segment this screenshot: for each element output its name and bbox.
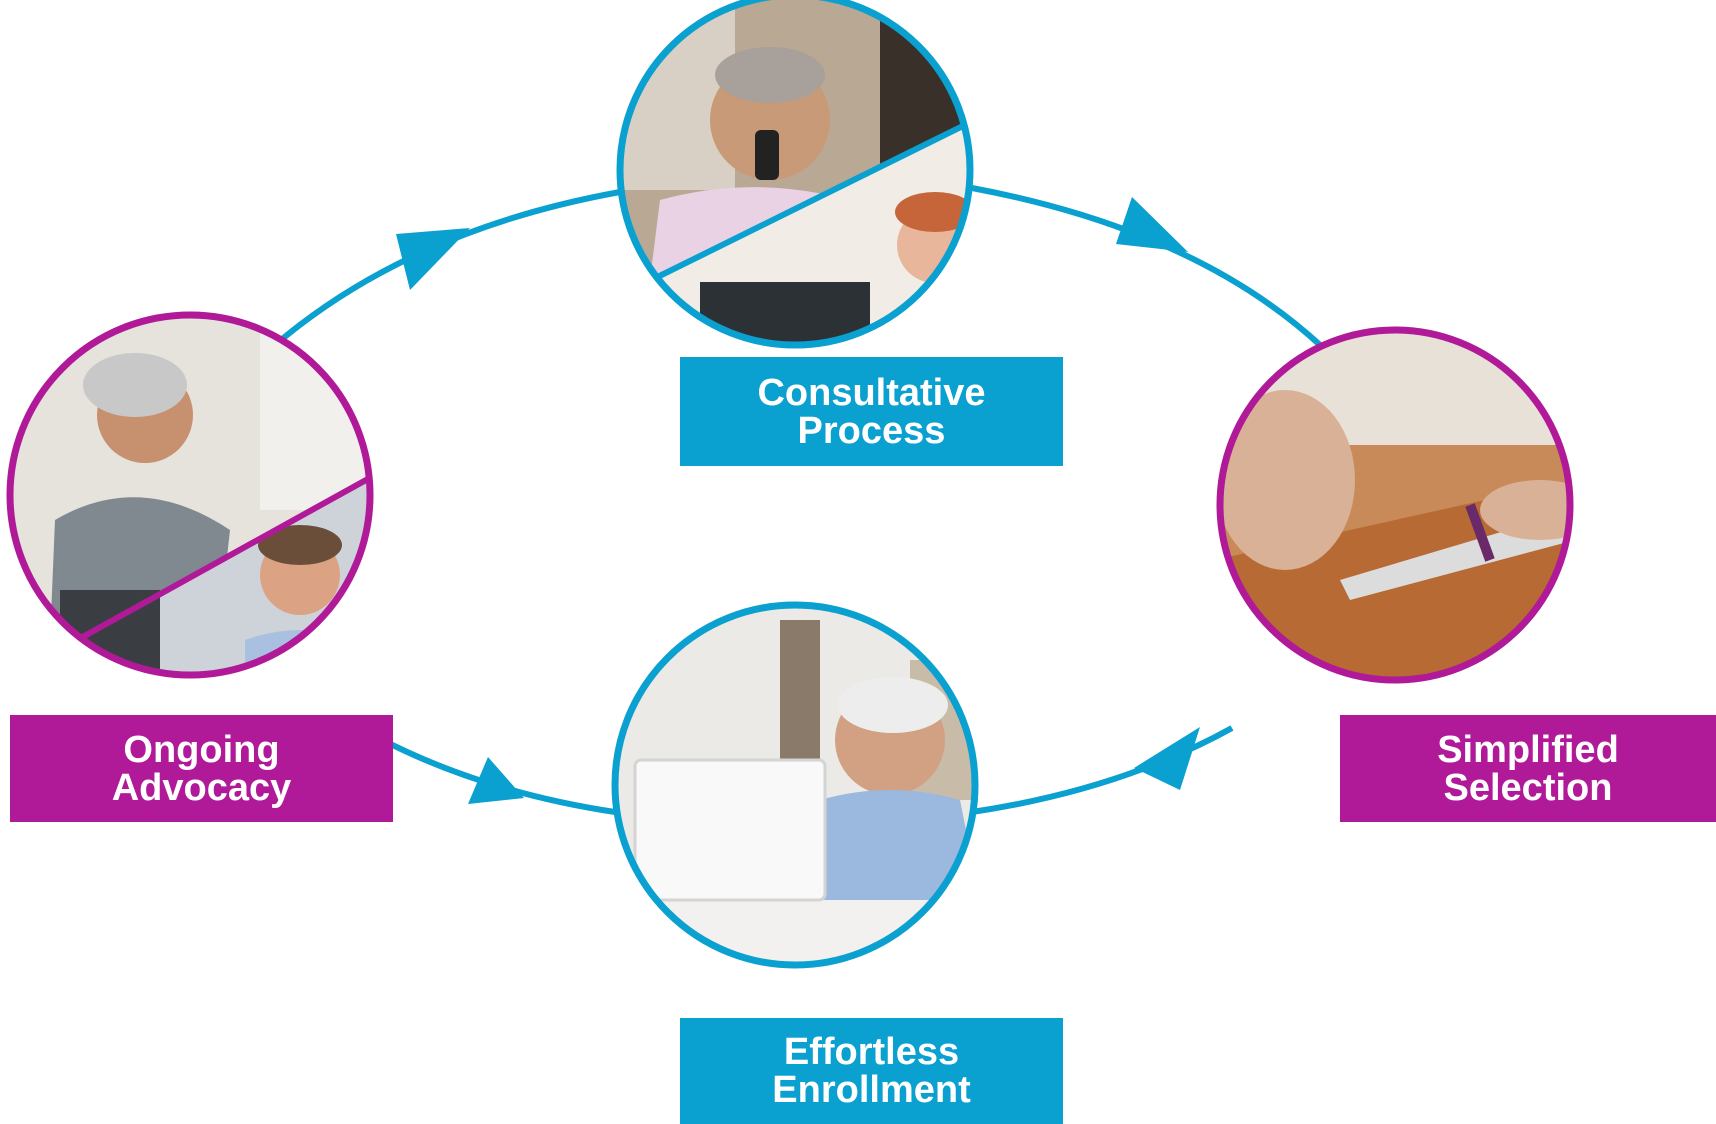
label-effortless-enrollment-line2: Enrollment bbox=[772, 1069, 971, 1111]
label-simplified-selection-line2: Selection bbox=[1443, 766, 1613, 809]
label-effortless-enrollment: Effortless Enrollment bbox=[680, 1018, 1063, 1124]
arrow-down-right bbox=[1116, 197, 1188, 252]
arrow-up-right bbox=[396, 228, 470, 290]
label-consultative-process-line1: Consultative bbox=[757, 371, 986, 414]
label-ongoing-advocacy-line1: Ongoing bbox=[123, 728, 280, 771]
arrow-down-left bbox=[1134, 727, 1200, 790]
arc-ongoing-to-consultative bbox=[273, 189, 621, 348]
label-ongoing-advocacy: Ongoing Advocacy bbox=[10, 715, 393, 822]
label-consultative-process: Consultative Process bbox=[680, 357, 1063, 466]
label-simplified-selection-line1: Simplified bbox=[1437, 728, 1619, 771]
arc-simplified-to-effortless bbox=[971, 725, 1234, 815]
consultative-process-photo bbox=[620, 0, 970, 345]
label-ongoing-advocacy-line2: Advocacy bbox=[111, 766, 292, 809]
arrow-up-left bbox=[468, 757, 524, 804]
label-consultative-process-line2: Process bbox=[797, 409, 946, 452]
effortless-enrollment-ring bbox=[611, 601, 979, 969]
ongoing-advocacy-ring bbox=[6, 311, 374, 679]
label-simplified-selection: Simplified Selection bbox=[1340, 715, 1716, 822]
consultative-process-ring bbox=[616, 0, 974, 349]
simplified-selection-ring bbox=[1216, 326, 1574, 684]
label-effortless-enrollment-line1: Effortless bbox=[783, 1031, 960, 1073]
simplified-selection-photo bbox=[1220, 330, 1570, 680]
